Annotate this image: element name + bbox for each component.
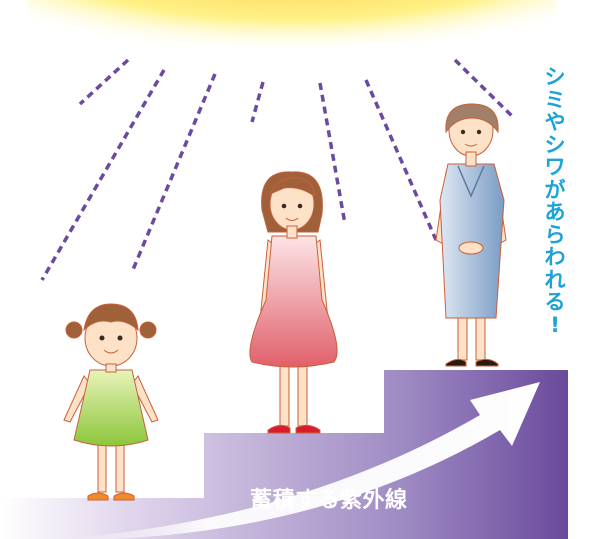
vertical-message-char: シ (543, 132, 567, 157)
girl-figure (63, 303, 159, 501)
caption-text: 蓄積する紫外線 (250, 488, 408, 513)
vertical-message-char: あ (543, 200, 567, 225)
vertical-message-char: ら (543, 222, 567, 247)
vertical-message-char: や (543, 110, 567, 135)
vertical-message-char: シ (543, 65, 567, 90)
vertical-message-char: ミ (543, 87, 567, 112)
stairs (0, 370, 568, 539)
young-woman-figure (249, 171, 338, 434)
uv-rays (40, 58, 516, 281)
vertical-message-char: わ (543, 245, 567, 270)
sun-icon (27, 0, 557, 86)
vertical-message-char: れ (543, 267, 567, 292)
vertical-message-char: ! (549, 312, 561, 337)
rising-arrow-icon (60, 382, 540, 539)
vertical-message: シミやシワがあらわれる! (540, 65, 570, 337)
vertical-message-char: が (543, 177, 567, 202)
vertical-message-char: ワ (543, 155, 567, 180)
vertical-message-char: る (543, 290, 567, 315)
older-woman-figure (435, 103, 507, 367)
